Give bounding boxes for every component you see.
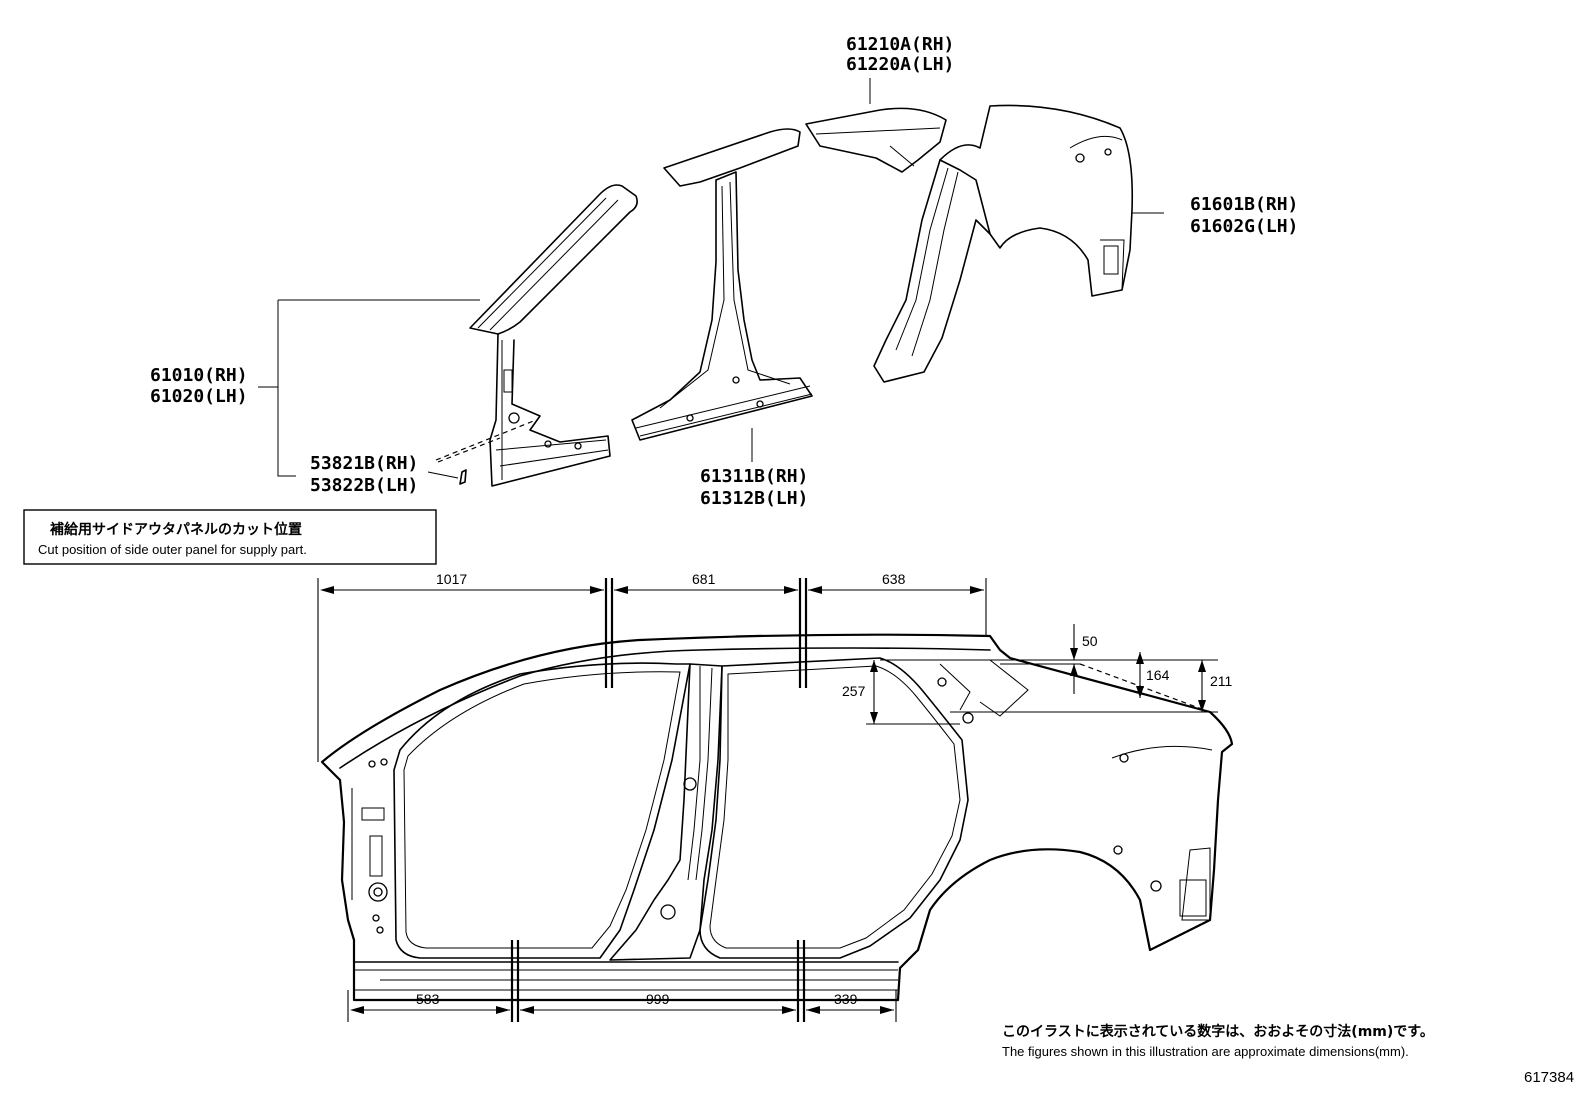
dim-vertical-164: 164 (1146, 667, 1170, 683)
roof-rail-rh-label: 61210A(RH) (846, 34, 954, 55)
cut-position-note: 補給用サイドアウタパネルのカット位置 Cut position of side … (23, 509, 437, 565)
dim-bottom-583: 583 (416, 991, 440, 1007)
leader-lines (258, 78, 1164, 479)
rocker-lh-label: 61312B(LH) (700, 488, 808, 509)
quarter-panel-drawing (873, 104, 1134, 383)
quarter-panel-lh-label: 61602G(LH) (1190, 216, 1298, 237)
dimension-lines: 1017 681 638 583 999 339 50 164 211 257 (317, 571, 1233, 1022)
side-panel-outline (320, 633, 1234, 1002)
dim-top-638: 638 (882, 571, 906, 587)
dim-vertical-211: 211 (1210, 673, 1233, 689)
dimension-note-english: The figures shown in this illustration a… (1002, 1044, 1409, 1059)
dim-bottom-999: 999 (646, 991, 670, 1007)
clip-rh-label: 53821B(RH) (310, 453, 418, 474)
front-door-opening (393, 662, 691, 959)
dimension-note-japanese: このイラストに表示されている数字は、おおよその寸法(mm)です。 (1002, 1023, 1434, 1040)
front-pillar-rh-label: 61010(RH) (150, 365, 248, 386)
front-pillar-drawing (469, 184, 638, 487)
front-pillar-lh-label: 61020(LH) (150, 386, 248, 407)
cut-note-english: Cut position of side outer panel for sup… (38, 542, 307, 557)
roof-rail-rear-drawing (805, 107, 947, 173)
exploded-view: 61210A(RH) 61220A(LH) 61601B(RH) 61602G(… (150, 34, 1298, 509)
rocker-rh-label: 61311B(RH) (700, 466, 808, 487)
dim-top-1017: 1017 (436, 571, 467, 587)
dim-vertical-50: 50 (1082, 633, 1098, 649)
dim-vertical-257: 257 (842, 683, 866, 699)
side-outer-panel-view (320, 578, 1234, 1022)
clip-piece-drawing (459, 469, 467, 485)
footer-notes: このイラストに表示されている数字は、おおよその寸法(mm)です。 The fig… (1002, 1023, 1574, 1086)
alignment-dashed-line (435, 419, 537, 461)
quarter-panel-rh-label: 61601B(RH) (1190, 194, 1298, 215)
cut-note-japanese: 補給用サイドアウタパネルのカット位置 (49, 521, 302, 538)
clip-lh-label: 53822B(LH) (310, 475, 418, 496)
figure-number: 617384 (1524, 1069, 1574, 1086)
cut-markers (510, 578, 808, 1022)
center-pillar-drawing (631, 128, 813, 441)
dim-top-681: 681 (692, 571, 716, 587)
roof-rail-lh-label: 61220A(LH) (846, 54, 954, 75)
rear-door-opening (699, 657, 969, 959)
dim-bottom-339: 339 (834, 991, 858, 1007)
alignment-dashed-line-2 (437, 437, 501, 463)
